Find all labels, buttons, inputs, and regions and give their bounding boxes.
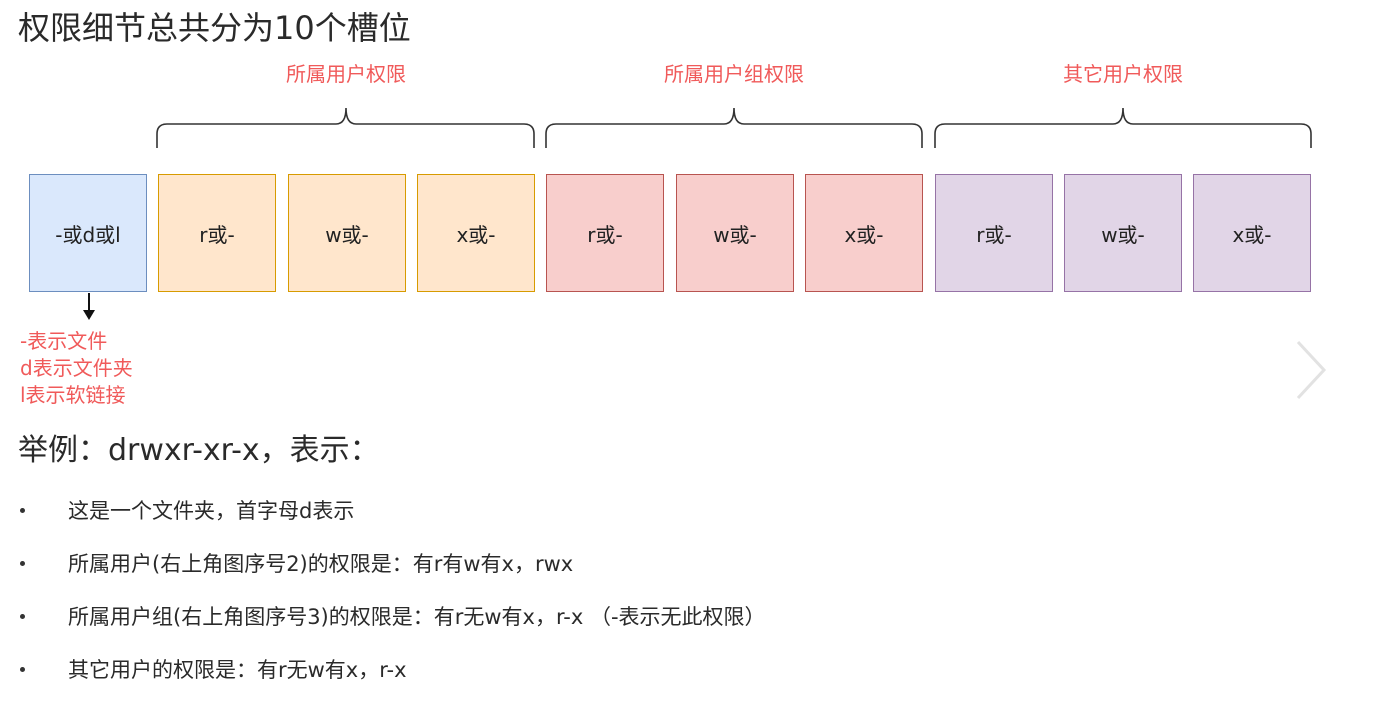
type-legend: -表示文件 d表示文件夹 l表示软链接 [20,328,133,409]
legend-dir: d表示文件夹 [20,356,133,380]
slot-owner-write: w或- [288,174,406,292]
page-title: 权限细节总共分为10个槽位 [18,9,411,47]
arrow-down-icon [88,293,90,313]
slot-owner-exec: x或- [417,174,535,292]
legend-file: -表示文件 [20,329,108,353]
group-label-other: 其它用户权限 [1063,62,1183,86]
brace-owner [156,107,535,148]
brace-group [545,107,923,148]
group-label-owner: 所属用户权限 [286,62,406,86]
list-item: 这是一个文件夹，首字母d表示 [0,490,766,543]
slot-group-read: r或- [546,174,664,292]
group-label-group: 所属用户组权限 [664,62,804,86]
bullet-icon [20,561,25,566]
bullet-icon [20,667,25,672]
slot-other-exec: x或- [1193,174,1311,292]
slot-other-write: w或- [1064,174,1182,292]
list-item: 其它用户的权限是：有r无w有x，r-x [0,649,766,702]
slot-group-exec: x或- [805,174,923,292]
slot-other-read: r或- [935,174,1053,292]
brace-other [934,107,1312,148]
bullet-icon [20,508,25,513]
chevron-right-icon[interactable] [1290,338,1330,402]
bullet-icon [20,614,25,619]
slot-group-write: w或- [676,174,794,292]
slot-type: -或d或l [29,174,147,292]
arrow-head [83,310,95,320]
slot-owner-read: r或- [158,174,276,292]
list-item: 所属用户组(右上角图序号3)的权限是：有r无w有x，r-x （-表示无此权限） [0,596,766,649]
list-item: 所属用户(右上角图序号2)的权限是：有r有w有x，rwx [0,543,766,596]
example-heading: 举例：drwxr-xr-x，表示： [18,433,380,468]
example-list: 这是一个文件夹，首字母d表示 所属用户(右上角图序号2)的权限是：有r有w有x，… [0,490,766,702]
legend-symlink: l表示软链接 [20,383,126,407]
